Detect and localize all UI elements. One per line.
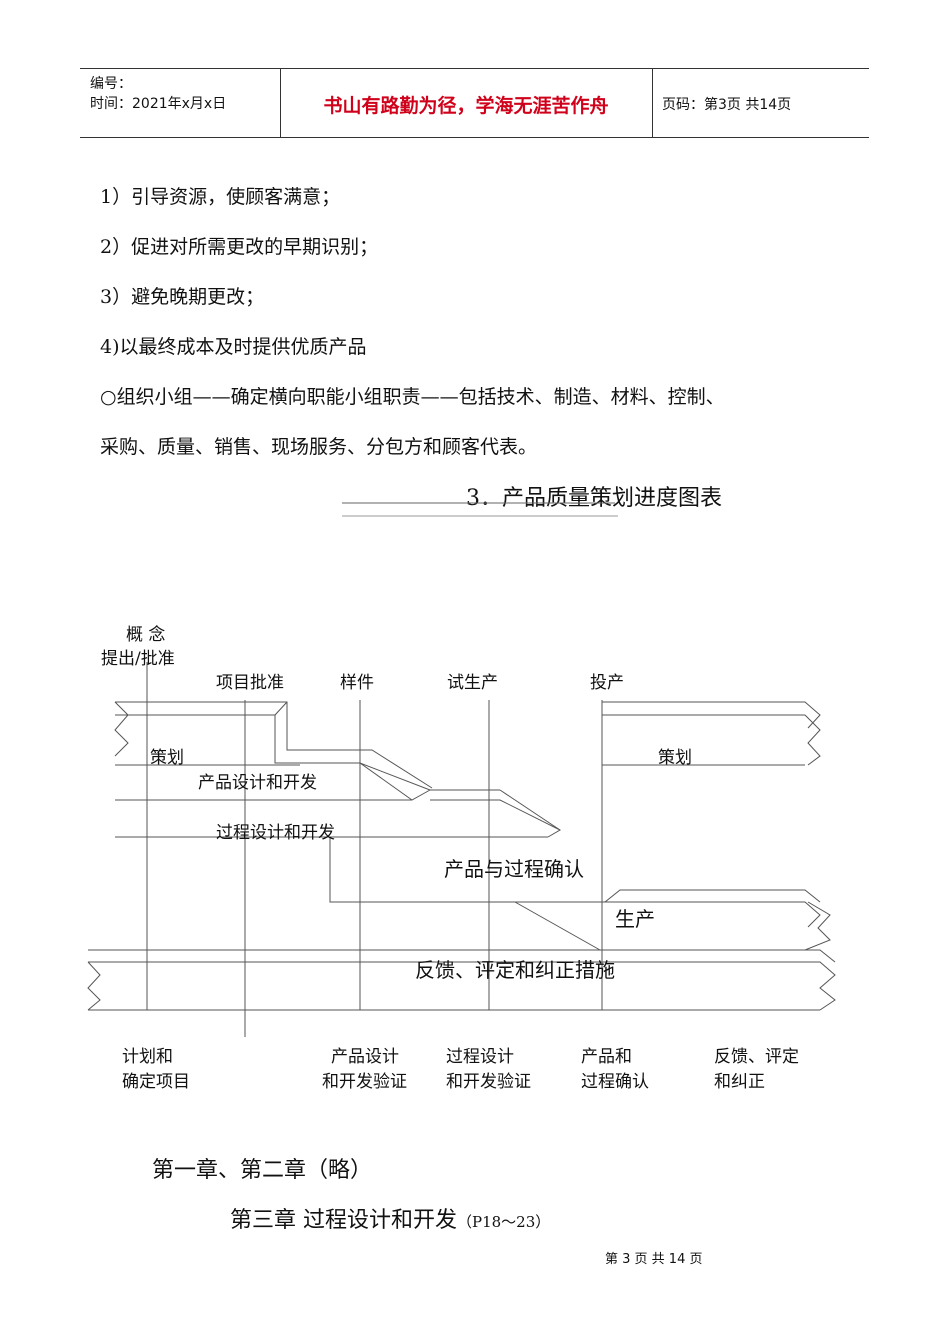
phase-label: 产品和	[581, 1047, 632, 1067]
timeline-lines	[87, 662, 836, 1037]
band-validation-label: 产品与过程确认	[444, 857, 584, 881]
band-production-label: 生产	[615, 907, 655, 931]
milestone-prototype-label: 样件	[340, 673, 374, 693]
band-planning-left-label: 策划	[150, 748, 184, 768]
body-line: ○组织小组——确定横向职能小组职责——包括技术、制造、材料、控制、	[100, 386, 725, 408]
chapter-heading-3-title: 第三章 过程设计和开发	[230, 1208, 457, 1233]
serial-label: 编号：	[90, 76, 132, 92]
band-feedback-label: 反馈、评定和纠正措施	[415, 958, 615, 982]
phase-label: 和开发验证	[446, 1072, 531, 1092]
body-line: 3）避免晚期更改；	[100, 286, 265, 308]
motto: 书山有路勤为径，学海无涯苦作舟	[323, 95, 609, 117]
band-planning-right-label: 策划	[658, 748, 692, 768]
milestone-project-approval-label: 项目批准	[216, 673, 284, 693]
body-line: 4)以最终成本及时提供优质产品	[100, 336, 367, 358]
chapter-heading-3: 第三章 过程设计和开发（P18～23）	[230, 1202, 550, 1234]
section-title: 3．产品质量策划进度图表	[466, 486, 722, 511]
phase-label: 和纠正	[714, 1072, 765, 1092]
header-motto-cell: 书山有路勤为径，学海无涯苦作舟	[280, 69, 653, 137]
time-label: 时间：2021年x月x日	[90, 96, 227, 112]
body-line: 1）引导资源，使顾客满意；	[100, 186, 341, 208]
phase-label: 产品设计	[331, 1047, 399, 1067]
phase-label: 过程设计	[446, 1047, 514, 1067]
page-number-label: 页码：第3页 共14页	[662, 97, 792, 113]
apqp-timeline-diagram: 概 念 提出/批准 项目批准 样件 试生产 投产 策划 策划 产品设计和开发 过…	[0, 600, 950, 1100]
header-info-cell: 编号： 时间：2021年x月x日	[80, 69, 281, 137]
phase-label: 过程确认	[581, 1072, 649, 1092]
phase-label: 和开发验证	[322, 1072, 407, 1092]
body-line: 采购、质量、销售、现场服务、分包方和顾客代表。	[100, 436, 538, 458]
band-product-design-label: 产品设计和开发	[198, 773, 317, 793]
chapter-heading-1: 第一章、第二章（略）	[152, 1158, 373, 1183]
page-header: 编号： 时间：2021年x月x日 书山有路勤为径，学海无涯苦作舟 页码：第3页 …	[80, 68, 869, 138]
phase-label: 计划和	[122, 1047, 173, 1067]
milestone-pilot-label: 试生产	[447, 673, 498, 693]
milestone-launch-label: 投产	[590, 673, 624, 693]
milestone-concept-approval-label: 提出/批准	[101, 649, 175, 669]
milestone-concept-label: 概 念	[126, 625, 166, 645]
body-line: 2）促进对所需更改的早期识别；	[100, 236, 379, 258]
page-footer: 第 3 页 共 14 页	[605, 1252, 703, 1267]
header-page-cell: 页码：第3页 共14页	[652, 69, 869, 137]
band-process-design-label: 过程设计和开发	[216, 823, 335, 843]
phase-label: 确定项目	[122, 1072, 190, 1092]
chapter-heading-3-pages: （P18～23）	[457, 1213, 551, 1231]
phase-label: 反馈、评定	[714, 1047, 799, 1067]
